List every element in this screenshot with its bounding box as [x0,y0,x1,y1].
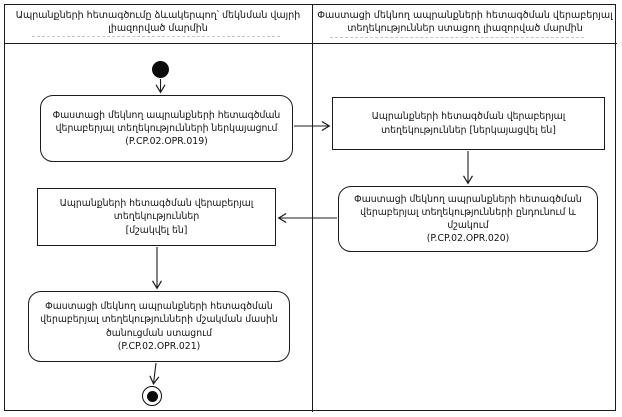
header-divider [4,43,617,44]
activity-text-line: վերաբերյալ տեղեկությունների ներկայացում [55,122,278,134]
activity-text-line: Փաստացի մեկնող ապրանքների հետագծման [45,301,273,313]
state-text-line: Ապրանքների հետագծման վերաբերյալ [371,111,566,123]
activity-text-line: վերաբերյալ տեղեկությունների մշակման մասի… [40,314,278,326]
activity-text-line: Փաստացի մեկնող ապրանքների հետագծման [52,109,281,121]
activity-box-opr-019: Փաստացի մեկնող ապրանքների հետագծման վերա… [40,95,293,162]
state-text-line: Ապրանքների հետագծման վերաբերյալ [59,198,254,210]
lane-header-line: լիազորված մարմին [108,23,208,34]
activity-text-line: ծանուցման ստացում [105,327,213,339]
scan-artifact-dashes [330,37,584,38]
activity-text-line: մշակում [447,220,489,231]
swimlane-divider [312,4,313,412]
lane-header-line: Ապրանքների հետագծումը ձևակերպող՝ մեկնման… [15,10,301,21]
activity-text-line: Փաստացի մեկնող ապրանքների հետագծման [354,193,582,205]
activity-box-opr-020: Փաստացի մեկնող ապրանքների հետագծման վերա… [338,186,598,252]
state-box-processed: Ապրանքների հետագծման վերաբերյալ տեղեկութ… [37,188,276,246]
activity-code: (P.CP.02.OPR.019) [125,136,208,148]
lane-header-departure-authority: Ապրանքների հետագծումը ձևակերպող՝ մեկնման… [6,9,310,35]
state-box-presented: Ապրանքների հետագծման վերաբերյալ տեղեկութ… [332,97,605,150]
final-node [142,386,162,406]
final-node-dot [146,390,158,402]
state-text-line: [մշակվել են] [125,224,188,236]
lane-header-receiving-authority: Փաստացի մեկնող ապրանքների հետագծման վերա… [314,9,616,35]
activity-code: (P.CP.02.OPR.021) [117,340,201,352]
lane-header-line: Փաստացի մեկնող ապրանքների հետագծման վերա… [317,10,613,21]
initial-node [152,61,169,78]
activity-box-opr-021: Փաստացի մեկնող ապրանքների հետագծման վերա… [28,291,290,362]
activity-text-line: վերաբերյալ տեղեկությունների ընդունում և [360,206,576,218]
state-text-line: տեղեկություններ [ներկայացվել են] [381,124,556,136]
lane-header-line: տեղեկություններ ստացող լիազորված մարմին [347,23,583,34]
state-text-line: տեղեկություններ [113,211,200,223]
scan-artifact-dashes [32,36,280,37]
activity-code: (P.CP.02.OPR.020) [426,233,510,245]
